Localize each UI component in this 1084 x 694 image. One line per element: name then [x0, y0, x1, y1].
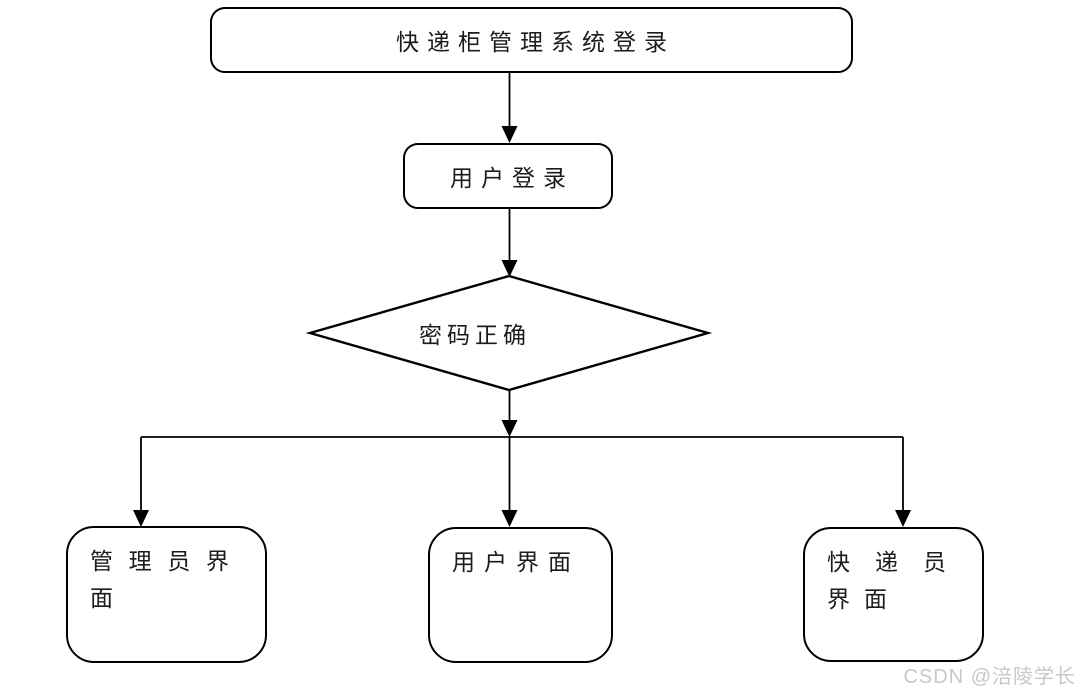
node-user-interface: 用户界面	[428, 527, 613, 663]
arrowhead-into-user	[501, 510, 518, 527]
arrowhead-into-login	[501, 126, 518, 143]
node-admin-interface: 管理员界面	[66, 526, 267, 663]
decision-password-correct-label: 密码正确	[419, 323, 531, 348]
csdn-watermark: CSDN @涪陵学长	[903, 666, 1076, 688]
node-user-login: 用户登录	[403, 143, 613, 209]
node-system-login-title: 快递柜管理系统登录	[210, 7, 853, 73]
arrowhead-into-admin	[133, 510, 149, 527]
arrowhead-into-decision	[501, 260, 518, 277]
node-courier-interface: 快递员界面	[803, 527, 984, 662]
arrowhead-into-branchbar	[501, 420, 518, 437]
arrowhead-into-courier	[895, 510, 911, 527]
